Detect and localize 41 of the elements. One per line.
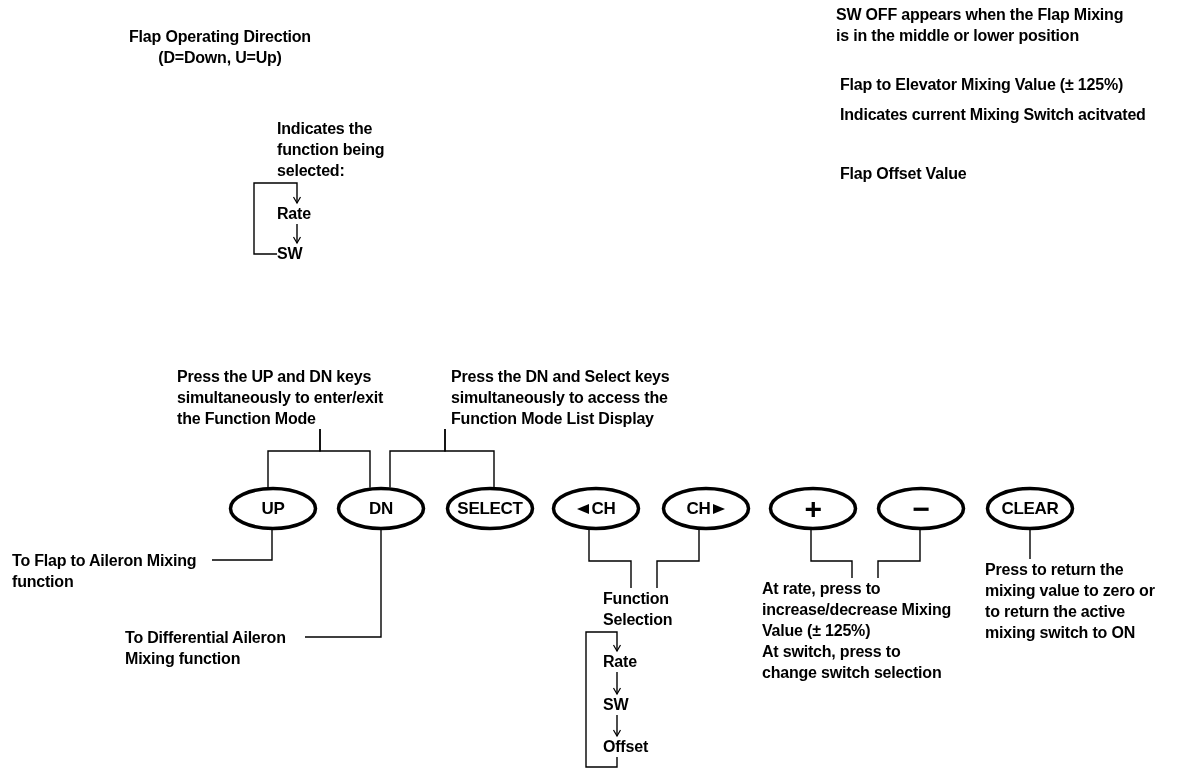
note-text: Flap to Elevator Mixing Value (± 125%) xyxy=(840,75,1124,95)
leader-line xyxy=(810,529,853,579)
arrow xyxy=(585,631,622,768)
arrow xyxy=(292,223,302,244)
leader-line xyxy=(1029,529,1031,560)
key-button: CH xyxy=(662,487,750,530)
leader-line xyxy=(877,529,921,579)
key-button: − xyxy=(877,487,965,530)
annotation-text: At rate, press to increase/decrease Mixing Value (± 125%) xyxy=(762,579,953,641)
annotation-text: Press the DN and Select keys simultaneously to access the Function Mode List Display xyxy=(451,366,683,429)
note-text: SW OFF appears when the Flap Mixing is in the middle or lower position xyxy=(836,5,1125,46)
annotation-text: To Differential Aileron Mixing function xyxy=(125,627,305,669)
note-text: Flap Operating Direction (D=Down, U=Up) xyxy=(128,27,312,68)
key-button: UP xyxy=(229,487,317,530)
annotation-text: At switch, press to change switch selection xyxy=(762,642,943,683)
leader-line xyxy=(319,428,371,489)
key-button: + xyxy=(769,487,857,530)
note-text: Flap Offset Value xyxy=(840,164,967,184)
annotation-text: Press to return the mixing value to zero or to return the active mixing switch to ON xyxy=(985,559,1165,643)
leader-line xyxy=(588,529,632,589)
annotation-text: To Flap to Aileron Mixing function xyxy=(12,550,212,592)
annotation-text: SW xyxy=(277,243,309,264)
annotation-text: Press the UP and DN keys simultaneously to enter/exit the Function Mode xyxy=(177,366,405,429)
annotation-text: Rate xyxy=(603,651,647,672)
leader-line xyxy=(656,529,700,589)
annotation-text: Function Selection xyxy=(603,588,693,630)
annotation-text: SW xyxy=(603,694,635,715)
annotation-text: Rate xyxy=(277,203,321,224)
leader-line xyxy=(304,529,382,638)
key-button: CH xyxy=(552,487,640,530)
arrow xyxy=(253,182,302,255)
leader-line xyxy=(444,428,495,488)
note-text: Indicates the function being selected: xyxy=(277,119,386,181)
arrow xyxy=(612,671,622,695)
key-button: CLEAR xyxy=(986,487,1074,530)
note-text: Indicates current Mixing Switch acitvated xyxy=(840,105,1146,125)
leader-line xyxy=(211,529,273,561)
arrow xyxy=(612,714,622,737)
key-button: SELECT xyxy=(446,487,534,530)
annotation-text: Offset xyxy=(603,736,659,757)
key-button: DN xyxy=(337,487,425,530)
